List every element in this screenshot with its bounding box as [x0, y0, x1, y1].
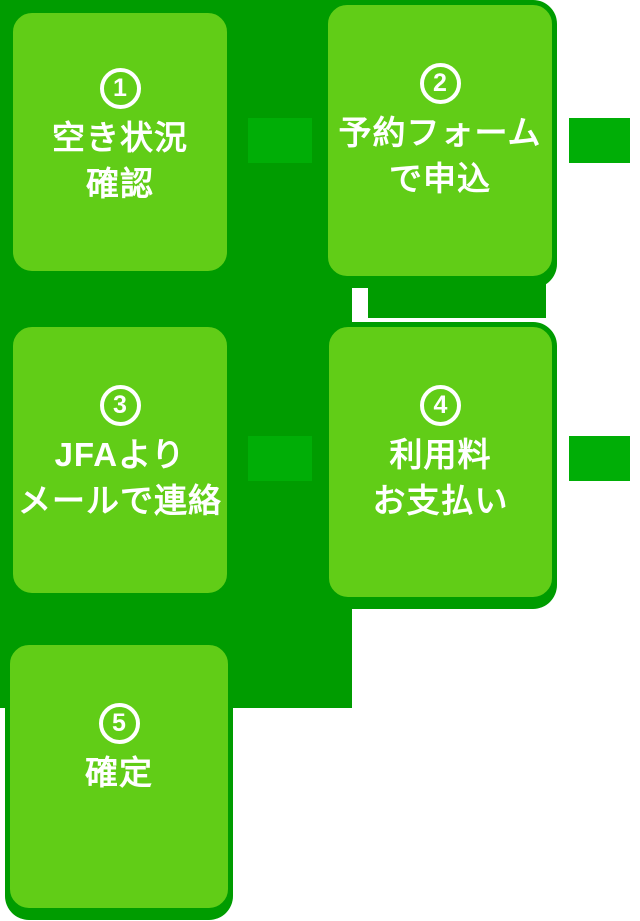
edge-arrow-tab-row1	[569, 118, 630, 163]
step-3-label-line-2: メールで連絡	[18, 482, 222, 519]
step-5-number: 5	[98, 703, 140, 744]
step-card-3: 3 JFAより メールで連絡	[8, 322, 232, 598]
step-2-label-line-1: 予約フォーム	[338, 114, 542, 151]
step-1-number-icon: 1	[13, 68, 227, 109]
step-card-1: 1 空き状況 確認	[8, 8, 232, 276]
step-3-label-line-1: JFAより	[54, 436, 186, 473]
step-5-number-icon: 5	[10, 703, 228, 744]
step-4-label-line-2: お支払い	[372, 482, 509, 519]
step-card-4: 4 利用料 お支払い	[324, 322, 557, 602]
step-card-2: 2 予約フォーム で申込	[323, 0, 557, 281]
edge-arrow-tab-row2	[569, 436, 630, 481]
step-card-5: 5 確定	[5, 640, 233, 913]
step-1-number: 1	[99, 68, 141, 109]
step-5-label-line-1: 確定	[85, 754, 153, 791]
step-3-number: 3	[99, 385, 141, 426]
step-4-number: 4	[420, 385, 461, 426]
step-1-label-line-1: 空き状況	[52, 119, 188, 156]
step-4-label-line-1: 利用料	[389, 436, 492, 473]
step-3-number-icon: 3	[13, 385, 227, 426]
step-4-number-icon: 4	[329, 385, 552, 426]
step-1-label-line-2: 確認	[86, 165, 154, 202]
step-2-number: 2	[419, 63, 461, 104]
arrow-connector-step1-step2	[248, 118, 312, 163]
step-2-label-line-2: で申込	[389, 160, 491, 197]
arrow-connector-step3-step4	[248, 436, 312, 481]
step-2-number-icon: 2	[328, 63, 552, 104]
background-panel-under-step2	[368, 280, 546, 318]
